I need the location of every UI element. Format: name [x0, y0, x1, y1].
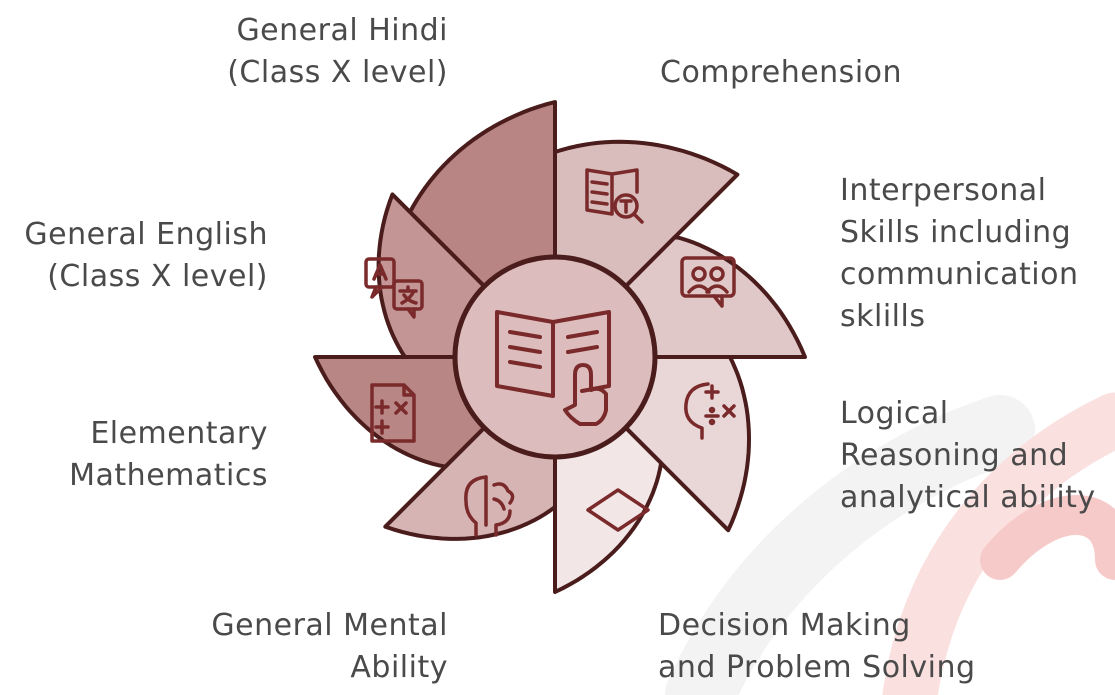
people-speech-icon: [680, 256, 736, 308]
head-math-icon: [684, 382, 736, 440]
label-interpersonal-skills: Interpersonal Skills including communica…: [840, 173, 1079, 334]
diamond-icon: [586, 488, 650, 532]
brain-head-icon: [464, 475, 515, 537]
label-general-mental-ability: General Mental Ability: [211, 608, 448, 685]
translate-icon: [364, 257, 424, 319]
watermark-logo: [665, 392, 1115, 695]
open-book-hand-icon: [495, 310, 611, 426]
label-general-hindi: General Hindi (Class X level): [227, 13, 448, 90]
label-comprehension: Comprehension: [660, 55, 903, 90]
label-decision-making: Decision Making and Problem Solving: [658, 608, 976, 685]
label-general-english: General English (Class X level): [24, 217, 268, 294]
label-logical-reasoning: Logical Reasoning and analytical ability: [840, 396, 1096, 515]
math-document-icon: [370, 383, 416, 443]
label-elementary-mathematics: Elementary Mathematics: [69, 416, 268, 493]
book-text-search-icon: [585, 168, 644, 224]
